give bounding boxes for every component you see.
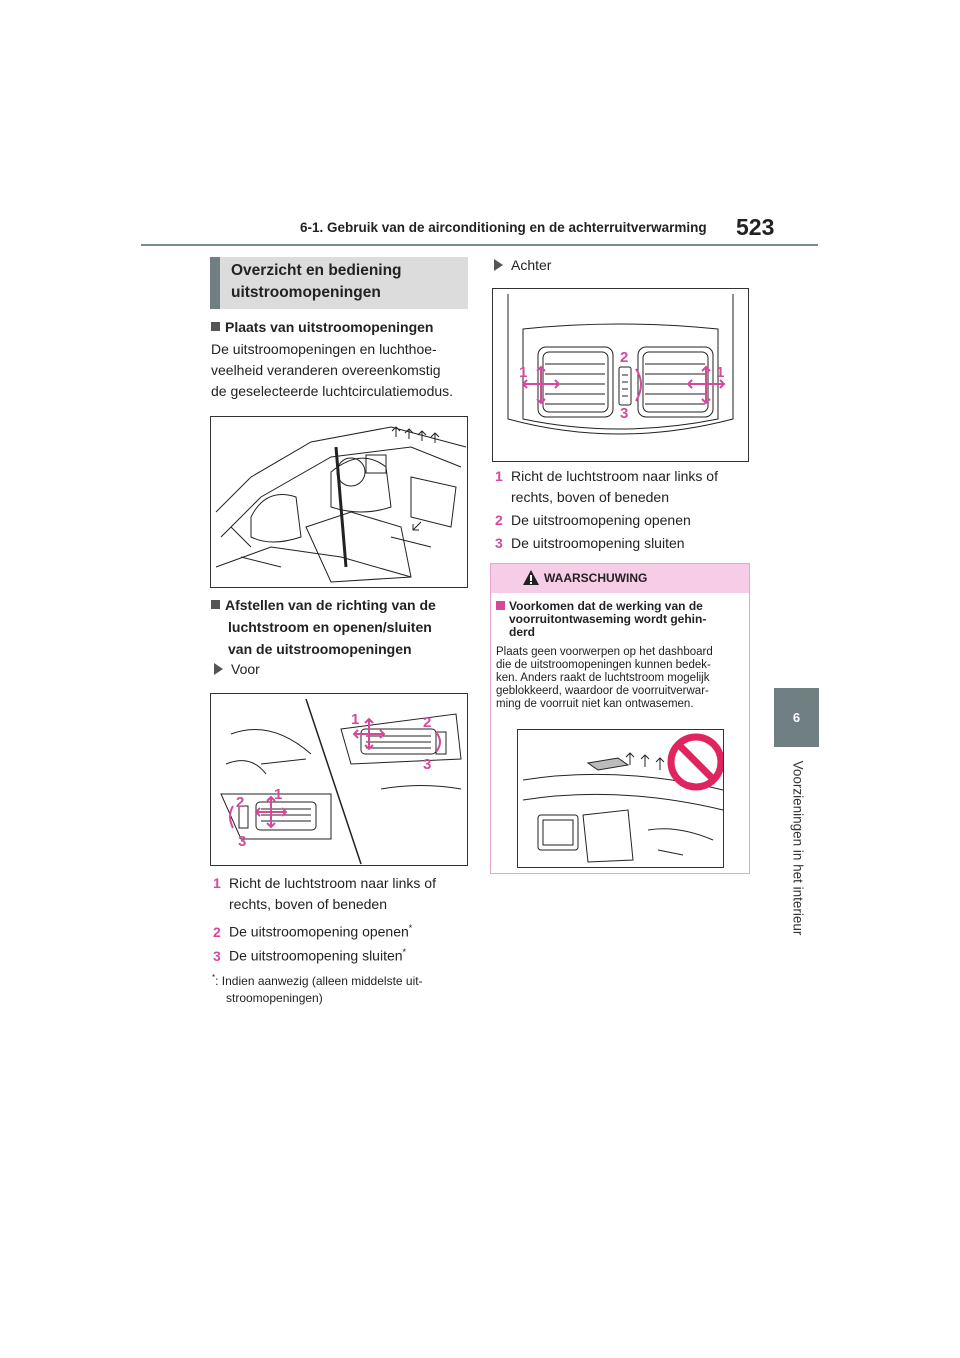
page-number: 523: [736, 214, 775, 240]
bullet-square-icon: [211, 322, 220, 331]
callout-1: 1: [351, 711, 359, 728]
prohibition-icon: [667, 733, 725, 791]
callout-1: 1: [716, 364, 724, 381]
adjust-heading: Afstellen van de richting van de luchtst…: [211, 594, 436, 660]
rear-vents-illustration: 1 2 3 1: [492, 288, 749, 462]
footnote: *: Indien aanwezig (alleen middelste uit…: [212, 973, 423, 1005]
callout-2: 2: [423, 714, 431, 731]
warning-text: Plaats geen voorwerpen op het dashboard …: [496, 646, 713, 710]
running-header: 6-1. Gebruik van de airconditioning en d…: [300, 220, 707, 235]
callout-2: 2: [236, 794, 244, 811]
triangle-bullet-icon: [494, 259, 503, 271]
chapter-tab: 6: [774, 688, 819, 747]
warning-box: WAARSCHUWING Voorkomen dat de werking va…: [490, 563, 750, 874]
section-heading: Overzicht en bediening uitstroomopeninge…: [210, 257, 468, 309]
warning-title: WAARSCHUWING: [544, 571, 648, 585]
warning-triangle-icon: [523, 570, 539, 585]
callout-1: 1: [274, 786, 282, 803]
bullet-square-icon: [211, 600, 220, 609]
front-label: Voor: [214, 659, 260, 680]
header-divider: [141, 244, 818, 246]
rear-label: Achter: [494, 255, 551, 276]
triangle-bullet-icon: [214, 663, 223, 675]
locations-text: De uitstroomopeningen en luchthoe- veelh…: [211, 341, 454, 399]
callout-2: 2: [620, 349, 628, 366]
bullet-square-icon: [496, 601, 505, 610]
front-vents-illustration: 1 2 3 2 1 3: [210, 693, 468, 866]
dashboard-warning-illustration: [517, 729, 725, 868]
chapter-side-title: Voorzieningen in het interieur: [790, 760, 805, 936]
cabin-illustration: [210, 416, 468, 588]
callout-3: 3: [620, 405, 628, 422]
warning-header: WAARSCHUWING: [491, 564, 749, 593]
callout-3: 3: [423, 756, 431, 773]
callout-1: 1: [519, 364, 527, 381]
locations-heading: Plaats van uitstroomopeningen: [211, 316, 433, 338]
warning-subheading: Voorkomen dat de werking van de voorruit…: [496, 600, 746, 639]
callout-3: 3: [238, 833, 246, 850]
